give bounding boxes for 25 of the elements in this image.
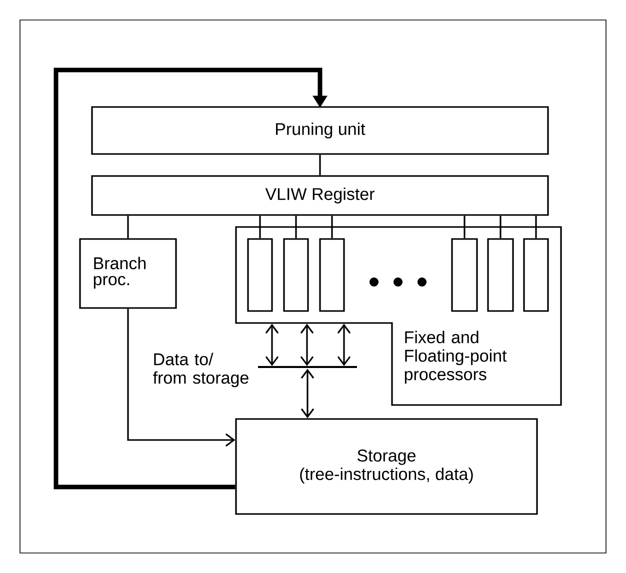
arrow xyxy=(300,324,314,366)
processor-unit-box xyxy=(283,238,309,312)
bus-label: Data to/ from storage xyxy=(153,352,248,388)
connector-line xyxy=(500,216,502,238)
arrow xyxy=(337,324,351,366)
processor-unit-box xyxy=(247,238,273,312)
processor-unit-box xyxy=(451,238,478,312)
connector-line xyxy=(295,216,297,238)
connector-line xyxy=(319,154,321,176)
processor-unit-box xyxy=(523,238,549,312)
connector-line xyxy=(259,216,261,238)
processor-unit-box xyxy=(319,238,345,312)
storage-box: Storage (tree-instructions, data) xyxy=(235,418,538,515)
unit-box: Pruning unit xyxy=(91,106,549,155)
arrow xyxy=(54,68,328,490)
connector-line xyxy=(464,216,466,238)
connector-line xyxy=(535,216,537,238)
arrow xyxy=(300,368,314,418)
arrow xyxy=(127,308,236,447)
processor-unit-box xyxy=(487,238,514,312)
arrow xyxy=(265,324,279,366)
connector-line xyxy=(127,216,129,238)
processor-box: Branch proc. xyxy=(79,238,177,309)
connector-line xyxy=(331,216,333,238)
register-box: VLIW Register xyxy=(91,175,549,216)
